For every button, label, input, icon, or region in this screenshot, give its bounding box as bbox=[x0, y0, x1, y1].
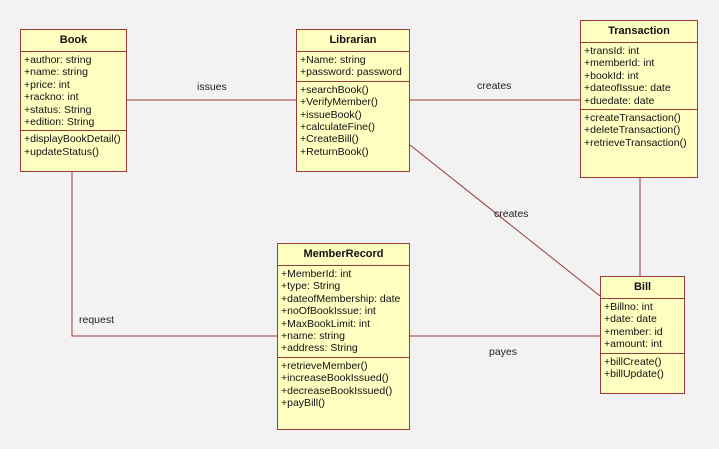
attribute: +amount: int bbox=[604, 338, 663, 351]
attribute-list: +author: string +name: string +price: in… bbox=[21, 52, 126, 132]
operation: +issueBook() bbox=[300, 108, 362, 121]
operation: +VerifyMember() bbox=[300, 96, 378, 109]
request-label: request bbox=[79, 314, 115, 326]
attribute: +name: string bbox=[281, 329, 345, 342]
book-member-association bbox=[71, 172, 277, 337]
operation-list: +createTransaction() +deleteTransaction(… bbox=[581, 110, 697, 151]
attribute: +bookId: int bbox=[584, 69, 639, 82]
operation: +createTransaction() bbox=[584, 111, 681, 124]
attribute: +name: string bbox=[24, 66, 88, 79]
class-bill: Bill +Billno: int +date: date +member: i… bbox=[600, 276, 685, 394]
class-name: Bill bbox=[601, 277, 684, 299]
attribute: +noOfBookIssue: int bbox=[281, 305, 376, 318]
class-name: Transaction bbox=[581, 21, 697, 43]
operation: +updateStatus() bbox=[24, 145, 100, 158]
attribute: +MemberId: int bbox=[281, 268, 352, 280]
operation-list: +retrieveMember() +increaseBookIssued() … bbox=[278, 358, 409, 412]
operation-list: +searchBook() +VerifyMember() +issueBook… bbox=[297, 82, 409, 160]
creates-bill-label: creates bbox=[494, 208, 529, 220]
attribute: +duedate: date bbox=[584, 94, 655, 107]
operation: +deleteTransaction() bbox=[584, 124, 681, 137]
attribute: +memberId: int bbox=[584, 57, 655, 70]
class-transaction: Transaction +transId: int +memberId: int… bbox=[580, 20, 698, 178]
class-librarian: Librarian +Name: string +password: passw… bbox=[296, 29, 410, 172]
operation: +billUpdate() bbox=[604, 367, 664, 380]
attribute-list: +Billno: int +date: date +member: id +am… bbox=[601, 299, 684, 354]
payes-label: payes bbox=[489, 346, 518, 358]
attribute: +author: string bbox=[24, 54, 92, 66]
operation: +payBill() bbox=[281, 396, 326, 409]
operation: +CreateBill() bbox=[300, 133, 359, 146]
attribute: +Billno: int bbox=[604, 301, 653, 313]
operation-list: +billCreate() +billUpdate() bbox=[601, 354, 684, 383]
attribute: +type: String bbox=[281, 280, 341, 293]
operation: +calculateFine() bbox=[300, 120, 375, 133]
attribute: +rackno: int bbox=[24, 91, 79, 104]
attribute: +date: date bbox=[604, 313, 657, 326]
operation: +decreaseBookIssued() bbox=[281, 384, 393, 397]
librarian-bill-association bbox=[409, 144, 601, 297]
creates-transaction-label: creates bbox=[477, 80, 512, 92]
operation: +displayBookDetail() bbox=[24, 133, 121, 146]
attribute-list: +Name: string +password: password bbox=[297, 52, 409, 82]
operation: +increaseBookIssued() bbox=[281, 372, 389, 385]
operation: +ReturnBook() bbox=[300, 145, 369, 158]
attribute: +transId: int bbox=[584, 45, 640, 57]
attribute: +password: password bbox=[300, 66, 402, 79]
operation-list: +displayBookDetail() +updateStatus() bbox=[21, 131, 126, 160]
class-member-record: MemberRecord +MemberId: int +type: Strin… bbox=[277, 243, 410, 430]
class-name: Book bbox=[21, 30, 126, 52]
attribute-list: +transId: int +memberId: int +bookId: in… bbox=[581, 43, 697, 110]
class-name: Librarian bbox=[297, 30, 409, 52]
attribute: +status: String bbox=[24, 103, 92, 116]
class-name: MemberRecord bbox=[278, 244, 409, 266]
attribute: +Name: string bbox=[300, 54, 366, 66]
issues-label: issues bbox=[197, 81, 227, 93]
class-book: Book +author: string +name: string +pric… bbox=[20, 29, 127, 172]
operation: +billCreate() bbox=[604, 355, 662, 368]
attribute: +dateofIssue: date bbox=[584, 82, 671, 95]
attribute: +dateofMembership: date bbox=[281, 292, 401, 305]
attribute-list: +MemberId: int +type: String +dateofMemb… bbox=[278, 266, 409, 358]
attribute: +price: int bbox=[24, 78, 70, 91]
attribute: +address: String bbox=[281, 342, 358, 355]
operation: +searchBook() bbox=[300, 83, 369, 96]
attribute: +MaxBookLimit: int bbox=[281, 317, 370, 330]
attribute: +edition: String bbox=[24, 115, 95, 128]
operation: +retrieveTransaction() bbox=[584, 136, 687, 149]
operation: +retrieveMember() bbox=[281, 359, 368, 372]
attribute: +member: id bbox=[604, 325, 663, 338]
